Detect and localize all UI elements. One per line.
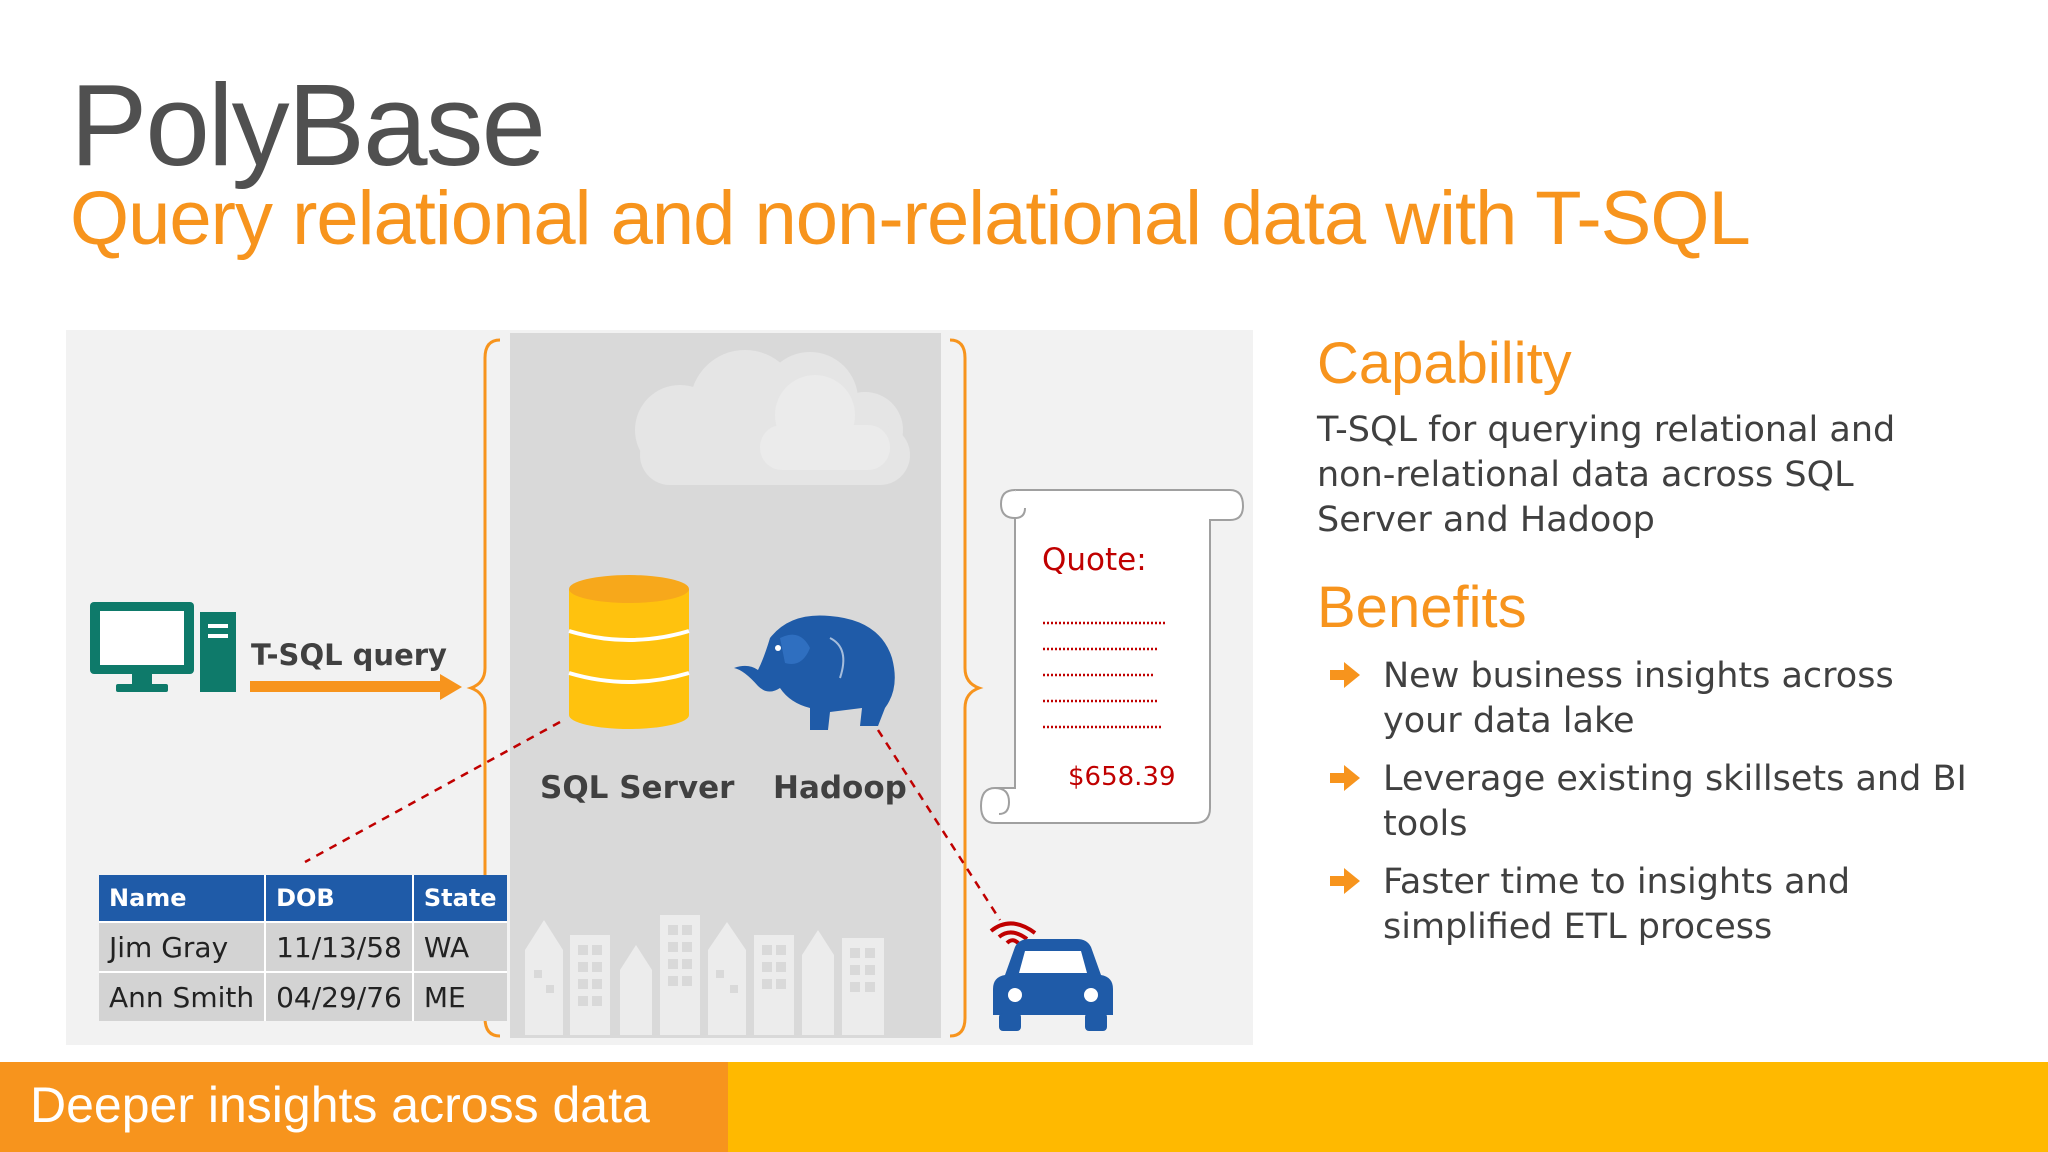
database-icon — [568, 575, 690, 729]
table-cell: 11/13/58 — [265, 921, 414, 972]
page-title: PolyBase — [70, 60, 546, 190]
arrow-right-icon — [1330, 765, 1360, 791]
table-header-row: Name DOB State — [99, 875, 507, 922]
table-header-dob: DOB — [265, 875, 414, 922]
data-table: Name DOB State Jim Gray 11/13/58 WA Ann … — [99, 875, 507, 1021]
table-cell: ME — [412, 971, 507, 1021]
benefit-text: New business insights across your data l… — [1383, 656, 1894, 741]
arrow-right-icon — [1330, 662, 1360, 688]
benefits-heading: Benefits — [1317, 575, 1527, 640]
capability-text: T-SQL for querying relational and non-re… — [1317, 410, 1896, 540]
car-icon — [989, 921, 1113, 1031]
table-header-state: State — [412, 875, 507, 922]
table-cell: WA — [412, 921, 507, 972]
quote-label: Quote: — [1042, 542, 1147, 578]
cloud-icon — [635, 350, 910, 485]
table-row: Jim Gray 11/13/58 WA — [99, 921, 507, 972]
scroll-icon — [979, 489, 1245, 824]
quote-amount: $658.39 — [1068, 762, 1176, 792]
left-brace — [466, 338, 501, 1038]
page-subtitle: Query relational and non-relational data… — [70, 176, 1751, 261]
footer-bar-left — [0, 1062, 728, 1152]
hadoop-elephant-icon — [734, 615, 895, 730]
footer-text: Deeper insights across data — [30, 1077, 650, 1133]
benefit-text: Faster time to insights and simplified E… — [1383, 862, 1851, 947]
table-cell: 04/29/76 — [265, 971, 414, 1021]
right-brace — [949, 338, 984, 1038]
tsql-query-label: T-SQL query — [251, 638, 447, 672]
footer-bar-right — [728, 1062, 2048, 1152]
table-header-name: Name — [99, 875, 267, 922]
table-cell: Jim Gray — [99, 921, 267, 972]
table-row: Ann Smith 04/29/76 ME — [99, 971, 507, 1021]
hadoop-label: Hadoop — [773, 770, 907, 806]
benefit-text: Leverage existing skillsets and BI tools — [1383, 759, 1967, 844]
capability-heading: Capability — [1317, 331, 1572, 396]
table-cell: Ann Smith — [99, 971, 267, 1021]
computer-icon — [90, 602, 236, 692]
sql-server-label: SQL Server — [540, 770, 735, 806]
arrow-right-icon — [1330, 868, 1360, 894]
tsql-arrow — [250, 674, 462, 700]
dashed-connectors — [304, 720, 1002, 921]
city-icon — [525, 915, 884, 1035]
